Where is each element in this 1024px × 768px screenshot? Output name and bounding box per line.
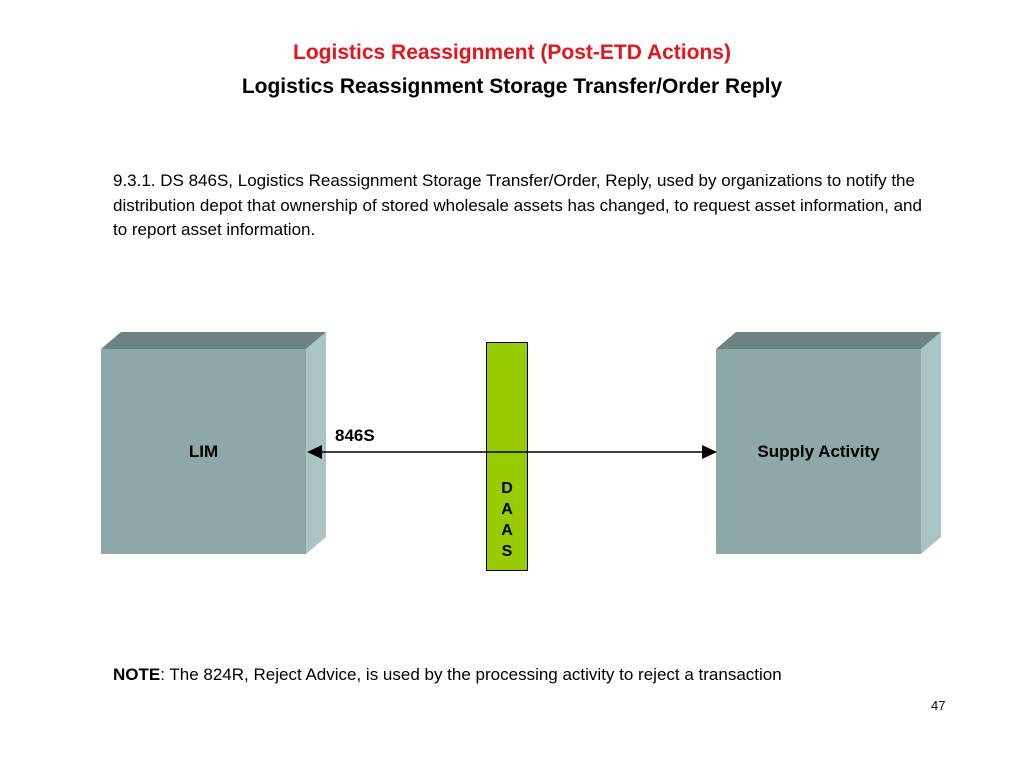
daas-letter: S [501,543,513,560]
description-paragraph: 9.3.1. DS 846S, Logistics Reassignment S… [113,171,922,239]
daas-letter: A [501,501,513,518]
lim-box-front: LIM [101,349,306,554]
supply-activity-box-side-face [921,332,941,554]
supply-activity-box-label: Supply Activity [757,441,880,461]
supply-activity-box-front: Supply Activity [716,349,921,554]
daas-letter: A [501,522,513,539]
lim-box-top-face [101,332,326,349]
lim-box-label: LIM [188,441,219,461]
slide-subtitle: Logistics Reassignment Storage Transfer/… [241,75,783,98]
supply-activity-box-top-face [716,332,941,349]
arrow-head-right [702,445,717,459]
note-text: : The 824R, Reject Advice, is used by th… [160,665,782,684]
message-label: 846S [335,426,375,445]
arrow-head-left [307,445,322,459]
daas-bar [486,342,528,571]
daas-letter: D [501,480,513,497]
page-number: 47 [931,698,946,713]
daas-letters: D A A S [486,478,528,562]
lim-box-side-face [306,332,326,554]
note-label: NOTE [113,665,161,684]
slide-title: Logistics Reassignment (Post-ETD Actions… [293,41,731,64]
note: NOTE: The 824R, Reject Advice, is used b… [113,664,782,686]
